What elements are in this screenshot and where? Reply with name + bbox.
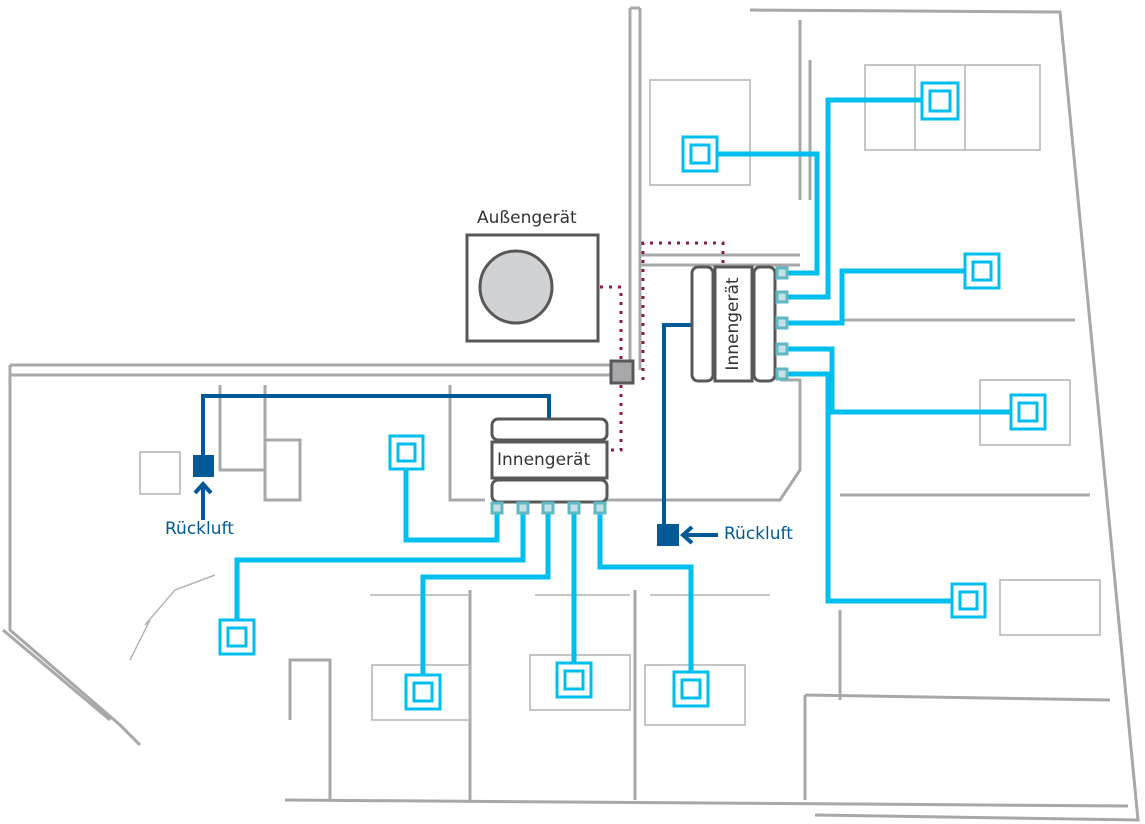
outdoor-unit-label: Außengerät	[477, 208, 577, 228]
indoor-unit-label: Innengerät	[497, 450, 591, 470]
supply-diffusers	[218, 81, 1047, 711]
return-air-label: Rückluft	[165, 519, 234, 539]
supply-ducts	[234, 97, 1012, 675]
return-air-label: Rückluft	[724, 524, 793, 544]
return-ducts	[193, 323, 718, 546]
indoor-unit-vertical	[690, 265, 789, 383]
indoor-unit-label-vertical: Innengerät	[723, 277, 743, 371]
refrigerant-lines	[600, 241, 725, 452]
walls	[2, 6, 1140, 822]
indoor-unit-horizontal	[490, 417, 609, 515]
refrigerant-junction-box	[609, 359, 635, 385]
outdoor-unit	[465, 233, 600, 343]
